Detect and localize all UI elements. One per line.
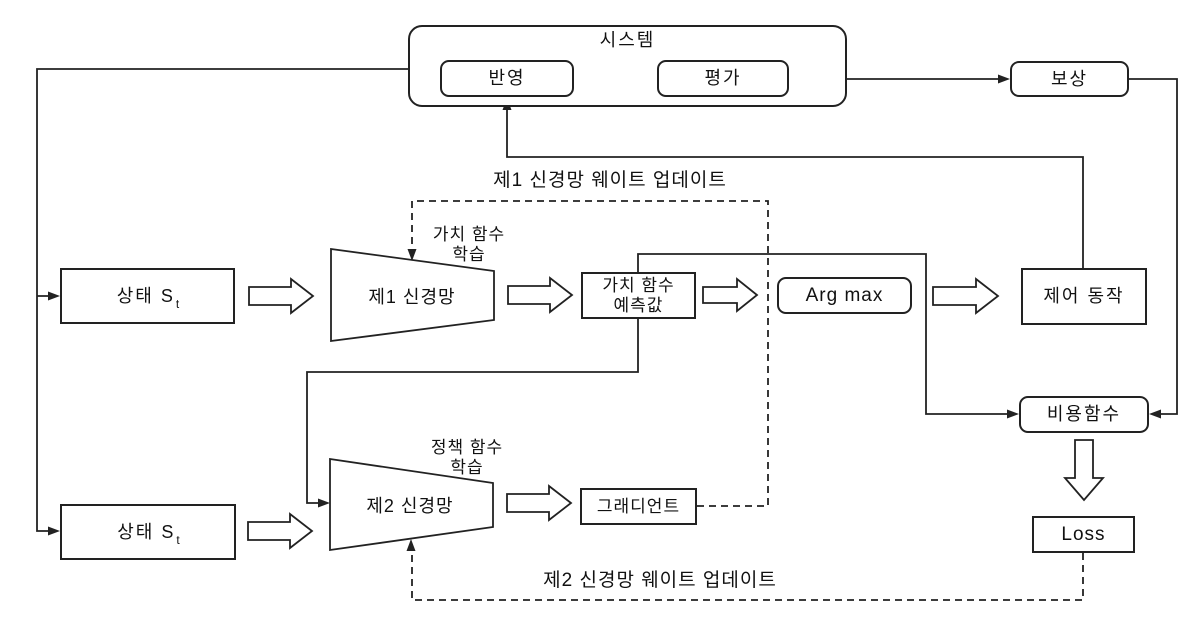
evaluate-box: 평가 xyxy=(657,60,789,97)
nn2-update-arrowhead xyxy=(406,539,416,551)
block-arrow-value-pred-to-argmax xyxy=(702,277,759,313)
cost-function-box: 비용함수 xyxy=(1019,396,1149,433)
nn2-update-label: 제2 신경망 웨이트 업데이트 xyxy=(543,570,777,591)
state-box-1: 상태 St xyxy=(60,268,235,324)
reflect-label: 반영 xyxy=(488,68,526,88)
state-input-feed-line xyxy=(36,68,408,532)
value-pred-to-nn2-line xyxy=(306,319,639,504)
policy-learning-line2: 학습 xyxy=(450,458,484,477)
reward-label: 보상 xyxy=(1050,68,1089,89)
state-box-1-label: 상태 St xyxy=(116,285,180,312)
value-pred-to-cost-line xyxy=(637,253,1009,415)
cost-right-arrowhead xyxy=(1149,409,1161,419)
nn1-label: 제1 신경망 xyxy=(368,287,456,307)
control-to-reflect-feedback-line xyxy=(506,109,1084,268)
reflect-box: 반영 xyxy=(440,60,574,97)
state-box-2-label: 상태 St xyxy=(117,521,180,548)
nn2-trapezoid xyxy=(329,457,494,552)
block-arrow-nn1-to-value-pred xyxy=(507,276,574,314)
evaluate-label: 평가 xyxy=(704,68,742,88)
block-arrow-argmax-to-control xyxy=(932,277,1000,315)
state2-arrowhead xyxy=(48,526,60,536)
nn1-update-arrowhead xyxy=(407,249,417,261)
nn1-trapezoid xyxy=(330,247,495,343)
state-box-2: 상태 St xyxy=(60,504,236,560)
value-pred-line1: 가치 함수 xyxy=(602,275,675,295)
control-action-label: 제어 동작 xyxy=(1043,286,1125,306)
nn1-update-label: 제1 신경망 웨이트 업데이트 xyxy=(493,170,727,191)
policy-learning-label: 정책 함수 학습 xyxy=(406,438,528,478)
reward-box: 보상 xyxy=(1010,61,1129,97)
control-action-box: 제어 동작 xyxy=(1021,268,1147,325)
value-learning-line2: 학습 xyxy=(452,245,486,264)
reward-arrowhead xyxy=(998,74,1010,84)
argmax-box: Arg max xyxy=(777,277,912,314)
loss-label: Loss xyxy=(1061,524,1106,545)
gradient-box: 그래디언트 xyxy=(580,488,697,525)
state1-arrowhead xyxy=(48,291,60,301)
system-label: 시스템 xyxy=(599,30,656,50)
policy-learning-line1: 정책 함수 xyxy=(430,438,504,457)
block-arrow-state2-to-nn2 xyxy=(247,512,314,550)
gradient-label: 그래디언트 xyxy=(596,497,681,516)
argmax-label: Arg max xyxy=(805,285,884,306)
value-learning-label: 가치 함수 학습 xyxy=(408,225,530,265)
block-arrow-state1-to-nn1 xyxy=(248,277,315,315)
value-pred-box: 가치 함수 예측값 xyxy=(581,272,696,319)
cost-left-arrowhead xyxy=(1007,409,1019,419)
block-arrow-cost-to-loss xyxy=(1063,439,1105,502)
cost-function-label: 비용함수 xyxy=(1046,404,1122,424)
value-pred-line2: 예측값 xyxy=(613,295,664,315)
reward-to-cost-line xyxy=(1128,78,1178,415)
loss-box: Loss xyxy=(1032,516,1135,553)
block-arrow-nn2-to-gradient xyxy=(506,484,573,522)
nn1-weight-update-dashed-line xyxy=(411,200,769,507)
nn2-left-arrowhead xyxy=(318,498,330,508)
value-learning-line1: 가치 함수 xyxy=(432,225,506,244)
nn2-label: 제2 신경망 xyxy=(366,496,454,516)
